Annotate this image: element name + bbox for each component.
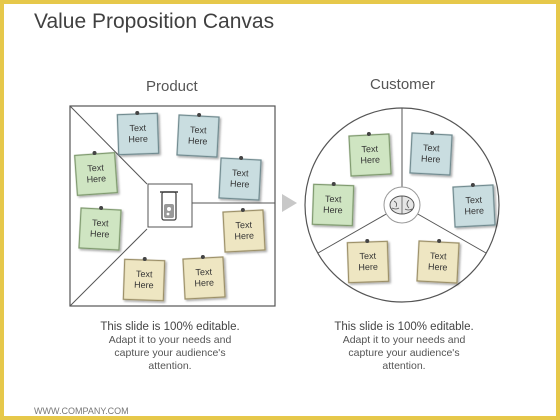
note-text: Here: [90, 228, 110, 239]
customer-desc-line-3: capture your audience's: [348, 347, 460, 359]
customer-heading: Customer: [370, 76, 436, 93]
pushpin-icon: [200, 255, 205, 260]
note-text: Here: [428, 261, 448, 272]
brain-icon: [389, 195, 415, 215]
note-text: Here: [134, 280, 154, 291]
slide: Value Proposition Canvas Product Custome…: [4, 4, 556, 416]
customer-desc-line-4: attention.: [382, 360, 426, 372]
note-text: Text: [465, 195, 483, 206]
pushpin-icon: [99, 206, 104, 211]
note-text: Text: [359, 251, 376, 262]
pushpin-icon: [240, 208, 245, 213]
pushpin-icon: [430, 131, 435, 136]
canvas-diagram: TextHereTextHereTextHereTextHereTextHere…: [69, 105, 500, 307]
note-text: Text: [325, 194, 342, 205]
note-text: Here: [234, 230, 254, 241]
note-text: Here: [188, 135, 208, 146]
test-tube-icon: [160, 191, 178, 221]
customer-desc-line-2: Adapt it to your needs and: [342, 334, 466, 346]
note-text: Text: [190, 125, 208, 136]
pushpin-icon: [239, 156, 244, 161]
product-desc-line-2: Adapt it to your needs and: [108, 334, 232, 346]
pushpin-icon: [437, 239, 442, 244]
note-text: Text: [92, 218, 110, 229]
note-text: Text: [430, 251, 448, 262]
note-text: Text: [195, 267, 213, 278]
product-desc-line-3: capture your audience's: [114, 347, 226, 359]
customer-desc-line-1: This slide is 100% editable.: [334, 321, 474, 333]
pushpin-icon: [142, 257, 147, 262]
product-description: This slide is 100% editable. Adapt it to…: [80, 321, 260, 373]
note-text: Here: [86, 173, 106, 184]
pushpin-icon: [197, 113, 202, 118]
product-heading: Product: [146, 78, 198, 95]
note-text: Text: [361, 144, 379, 155]
customer-description: This slide is 100% editable. Adapt it to…: [314, 321, 494, 373]
customer-notes: TextHereTextHereTextHereTextHereTextHere…: [311, 131, 496, 284]
page-title: Value Proposition Canvas: [34, 10, 275, 33]
note-text: Here: [464, 205, 484, 216]
note-text: Here: [230, 178, 250, 189]
note-text: Text: [235, 220, 253, 231]
note-text: Text: [129, 123, 146, 134]
note-text: Here: [128, 134, 148, 145]
pushpin-icon: [470, 183, 475, 188]
product-desc-line-4: attention.: [148, 360, 192, 372]
note-text: Here: [360, 154, 380, 165]
pushpin-icon: [366, 132, 371, 137]
arrow-right-icon: [282, 194, 297, 212]
note-text: Text: [87, 162, 105, 173]
product-desc-line-1: This slide is 100% editable.: [100, 321, 240, 333]
note-text: Text: [423, 143, 441, 154]
note-text: Here: [194, 277, 214, 288]
note-text: Here: [323, 205, 343, 216]
pushpin-icon: [135, 111, 140, 116]
note-text: Here: [421, 153, 441, 164]
product-square: [69, 105, 276, 307]
pushpin-icon: [331, 182, 336, 187]
note-text: Text: [136, 269, 153, 280]
product-notes: TextHereTextHereTextHereTextHereTextHere…: [73, 111, 266, 302]
footer-url: WWW.COMPANY.COM: [34, 406, 129, 416]
pushpin-icon: [365, 239, 370, 244]
note-text: Here: [358, 262, 378, 273]
pushpin-icon: [92, 151, 97, 156]
note-text: Text: [232, 168, 250, 179]
